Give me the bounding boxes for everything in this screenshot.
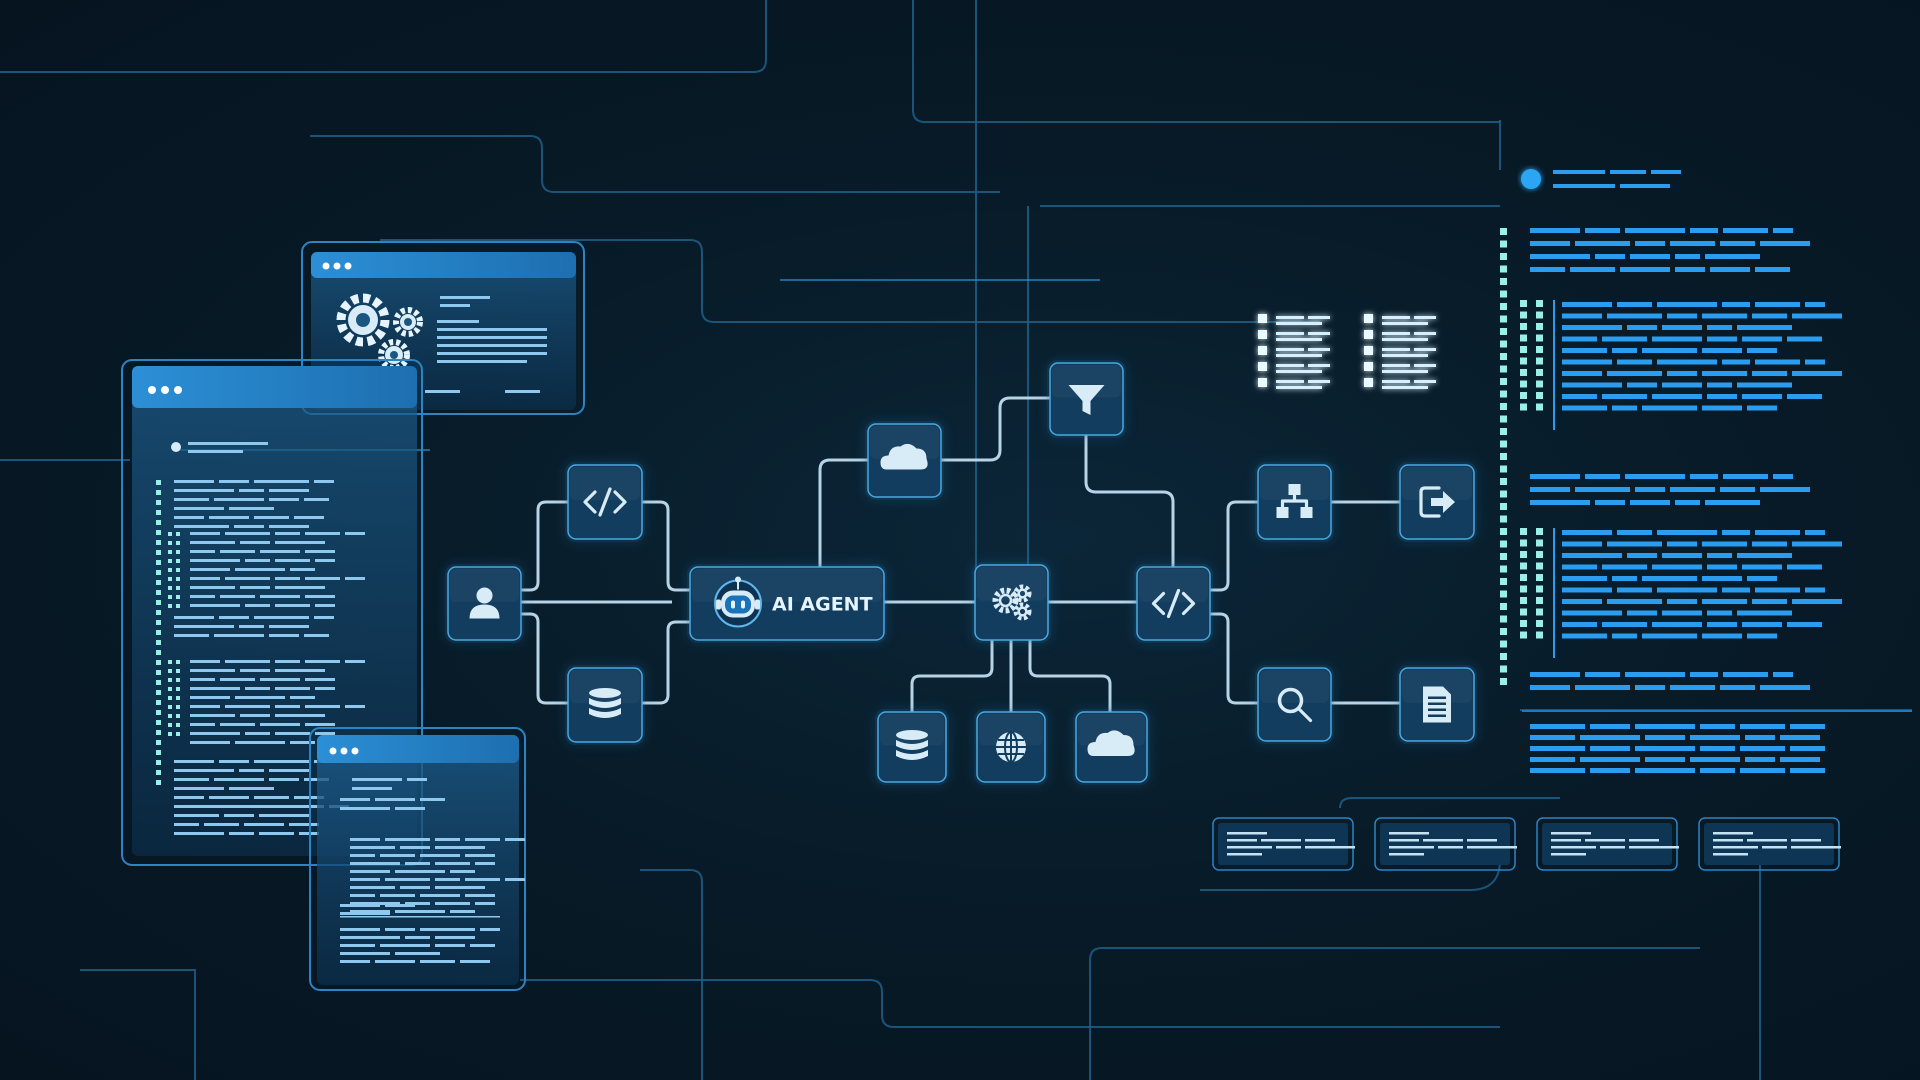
summary-card bbox=[1374, 817, 1517, 871]
code-window-panel bbox=[121, 359, 423, 866]
filter-icon bbox=[1068, 385, 1105, 415]
node-cloud-top[interactable] bbox=[865, 421, 944, 500]
document-icon bbox=[1423, 686, 1451, 723]
summary-cards bbox=[1212, 817, 1841, 871]
code-icon bbox=[583, 487, 627, 517]
gears-large-icon bbox=[336, 293, 390, 347]
database-icon bbox=[589, 688, 621, 718]
sitemap-icon bbox=[1276, 484, 1313, 518]
summary-card bbox=[1698, 817, 1841, 871]
node-database-left[interactable] bbox=[565, 665, 645, 745]
terminal-window-panel bbox=[309, 727, 526, 991]
node-search[interactable] bbox=[1255, 665, 1334, 744]
node-user[interactable] bbox=[445, 564, 524, 643]
workflow-connections bbox=[521, 396, 1400, 712]
code-icon bbox=[1151, 588, 1196, 619]
globe-icon bbox=[996, 731, 1026, 763]
node-code-top[interactable] bbox=[565, 462, 645, 542]
node-document[interactable] bbox=[1397, 665, 1477, 744]
gears-icon bbox=[992, 584, 1032, 621]
node-gears[interactable] bbox=[972, 562, 1051, 643]
node-code-right[interactable] bbox=[1134, 564, 1213, 643]
node-export[interactable] bbox=[1397, 462, 1477, 542]
right-data-column bbox=[1500, 169, 1912, 773]
export-icon bbox=[1419, 486, 1455, 518]
database-icon bbox=[896, 730, 928, 760]
glowing-list-snippets bbox=[1258, 314, 1436, 389]
cloud-icon bbox=[880, 443, 928, 470]
search-icon bbox=[1277, 687, 1313, 723]
cloud-icon bbox=[1087, 730, 1135, 756]
node-database-bottom[interactable] bbox=[875, 709, 949, 785]
summary-card bbox=[1536, 817, 1679, 871]
gears-small-icon-1 bbox=[393, 307, 423, 337]
ai-agent-label: AI AGENT bbox=[772, 594, 873, 616]
node-globe[interactable] bbox=[974, 709, 1048, 785]
node-ai-agent[interactable]: AI AGENT bbox=[687, 564, 887, 643]
robot-icon bbox=[714, 576, 762, 628]
user-icon bbox=[469, 587, 500, 619]
node-filter[interactable] bbox=[1047, 360, 1126, 438]
summary-card bbox=[1212, 817, 1355, 871]
node-sitemap[interactable] bbox=[1255, 462, 1334, 542]
node-cloud-bottom[interactable] bbox=[1073, 709, 1150, 785]
